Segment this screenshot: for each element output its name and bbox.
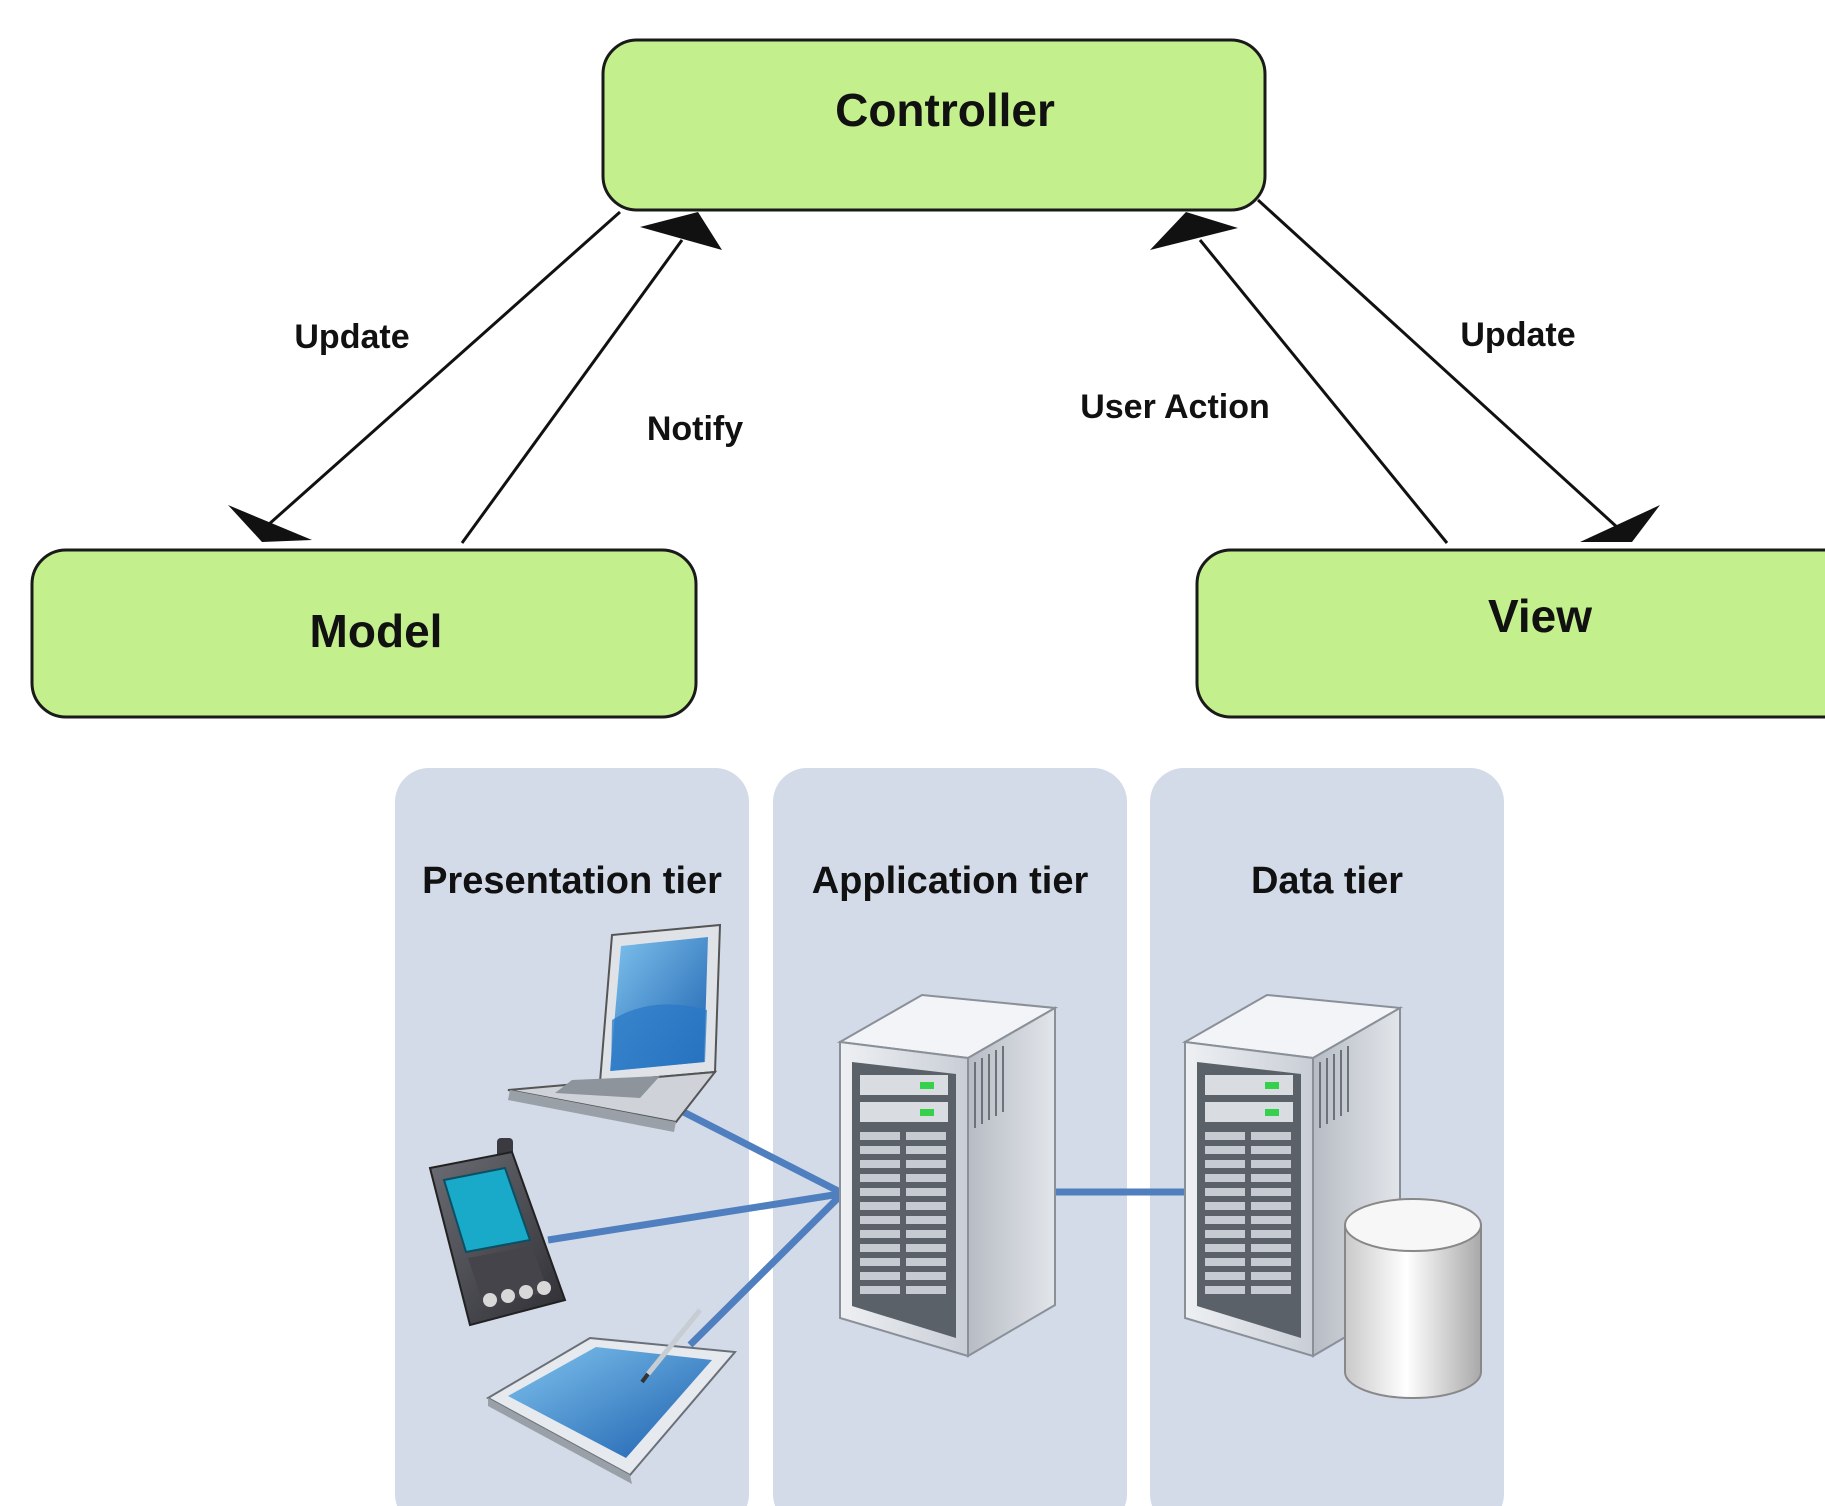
view-label: View <box>1488 590 1592 642</box>
edge-user-action-view-to-controller <box>1150 212 1449 544</box>
server-tower-icon <box>1181 993 1404 1358</box>
three-tier-diagram: Presentation tier Application tier Data … <box>395 768 1504 1506</box>
tablet-stylus-icon <box>485 1308 738 1484</box>
connector-phone-to-app-server <box>547 1190 841 1244</box>
application-tier-label: Application tier <box>812 860 1089 902</box>
edge-label-user-action: User Action <box>1080 388 1270 426</box>
presentation-tier-label: Presentation tier <box>422 860 722 902</box>
data-tier-label: Data tier <box>1251 860 1403 902</box>
edge-notify-model-to-controller <box>460 212 722 544</box>
edge-label-update-model: Update <box>294 318 409 356</box>
edge-label-update-view: Update <box>1460 316 1575 354</box>
view-node: View <box>1195 548 1825 719</box>
laptop-icon <box>507 923 722 1132</box>
edge-label-notify: Notify <box>647 410 743 448</box>
server-tower-icon <box>836 993 1059 1358</box>
connector-tablet-to-app-server <box>687 1193 843 1348</box>
mvc-diagram: Controller Model View Update Notify User… <box>30 38 1825 719</box>
pda-phone-icon <box>428 1138 567 1327</box>
arrowhead-icon <box>1580 505 1660 542</box>
tier-connectors <box>547 1096 1185 1348</box>
model-node: Model <box>30 548 698 719</box>
arrowhead-icon <box>640 212 722 250</box>
controller-label: Controller <box>835 84 1055 136</box>
arrowhead-icon <box>228 505 312 542</box>
edge-update-controller-to-view <box>1256 198 1660 542</box>
model-label: Model <box>310 605 443 657</box>
edge-update-controller-to-model <box>228 210 621 542</box>
controller-node: Controller <box>601 38 1267 212</box>
database-cylinder-icon <box>1344 1198 1482 1399</box>
connector-laptop-to-app-server <box>658 1096 842 1196</box>
arrowhead-icon <box>1150 212 1238 250</box>
